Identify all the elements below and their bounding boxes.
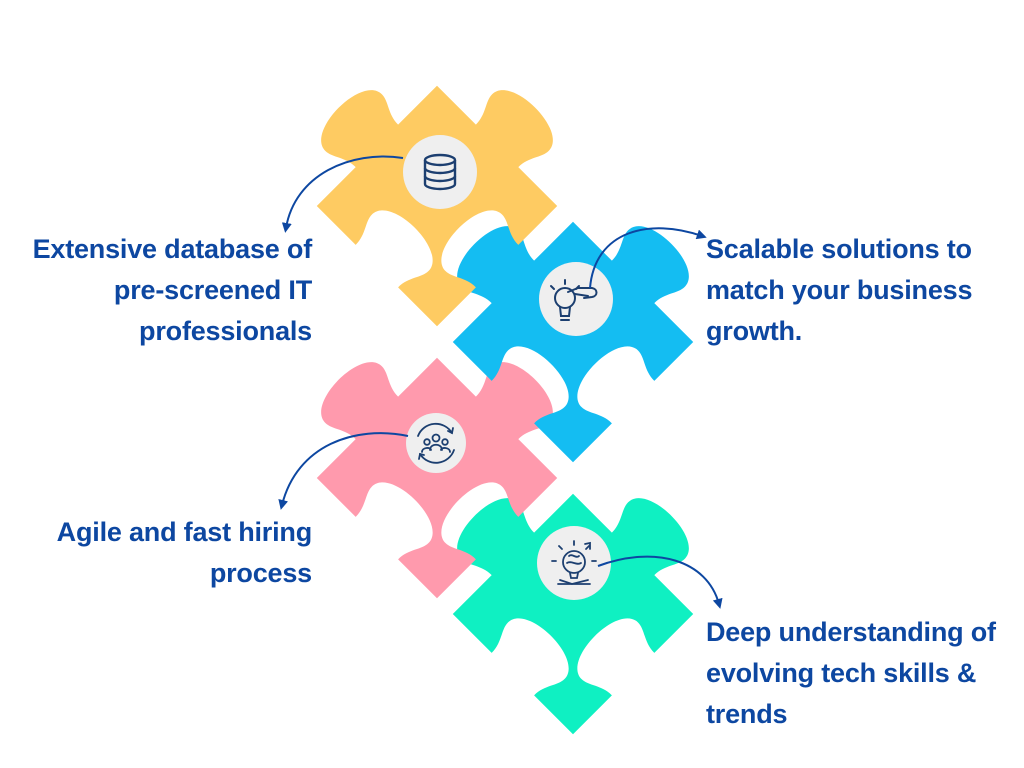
team-cycle-icon [406, 413, 466, 473]
label-line: process [209, 558, 312, 588]
label-line: Agile and fast hiring [56, 517, 313, 547]
database-arrow [281, 155, 404, 233]
lightbulb-hand-icon [539, 262, 613, 336]
label-line: match your business [706, 275, 973, 305]
label-line: Scalable solutions to [706, 234, 972, 264]
label-line: pre-screened IT [113, 275, 312, 305]
label-line: Extensive database of [32, 234, 313, 264]
deep-arrow [597, 555, 723, 609]
label-line: Deep understanding of [706, 617, 996, 647]
label-deep-understanding: Deep understanding of evolving tech skil… [706, 612, 1016, 735]
label-line: professionals [139, 316, 312, 346]
label-line: evolving tech skills & [706, 658, 977, 688]
label-line: trends [706, 699, 788, 729]
label-agile-hiring: Agile and fast hiring process [10, 512, 313, 594]
brain-bulb-icon [537, 526, 611, 600]
agile-arrow [278, 432, 409, 510]
label-extensive-database: Extensive database of pre-screened IT pr… [10, 229, 313, 352]
scalable-arrow [589, 227, 707, 289]
label-scalable-solutions: Scalable solutions to match your busines… [706, 229, 1006, 352]
label-line: growth. [706, 316, 803, 346]
database-icon [403, 135, 477, 209]
